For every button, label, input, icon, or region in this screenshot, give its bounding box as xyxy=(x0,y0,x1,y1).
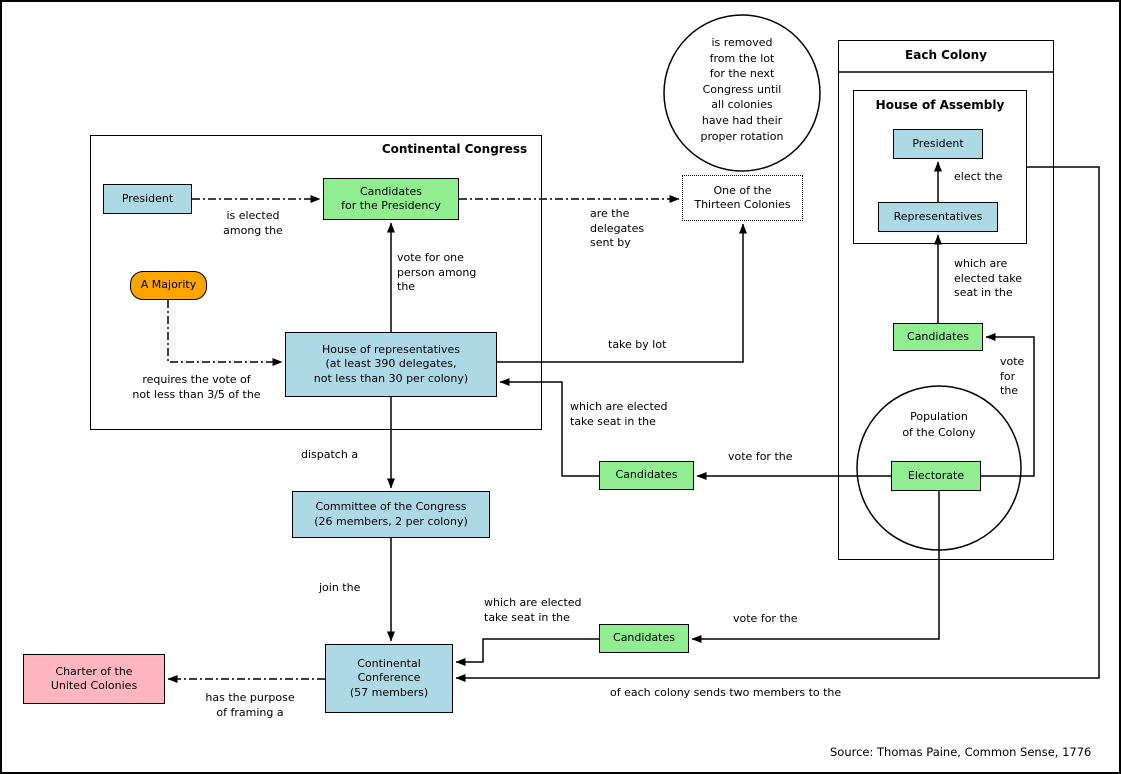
edge-candidates-seat-conference xyxy=(455,638,599,666)
label-are-delegates: are the delegates sent by xyxy=(590,207,645,250)
candidates-assembly-node: Candidates xyxy=(893,323,983,351)
candidates-conference-node: Candidates xyxy=(599,624,689,653)
label-vote-for-the-house: vote for the xyxy=(728,450,793,463)
label-join-the: join the xyxy=(319,581,361,594)
label-take-by-lot: take by lot xyxy=(608,338,667,351)
house-of-assembly-group xyxy=(853,90,1027,244)
label-elected-seat-conference: which are elected take seat in the xyxy=(484,596,582,624)
majority-node: A Majority xyxy=(130,271,207,300)
continental-congress-group xyxy=(90,135,542,430)
committee-node: Committee of the Congress (26 members, 2… xyxy=(292,491,490,538)
edge-electorate-vote-candidates-conference xyxy=(691,491,940,643)
label-requires-vote: requires the vote of not less than 3/5 o… xyxy=(132,373,261,401)
label-is-elected: is elected among the xyxy=(223,209,283,237)
thirteen-colonies-node: One of the Thirteen Colonies xyxy=(682,175,803,221)
continental-congress-title: Continental Congress xyxy=(381,142,528,156)
president-congress-node: President xyxy=(103,184,192,214)
house-of-assembly-title: House of Assembly xyxy=(875,98,1005,112)
rotation-note-text: is removed from the lot for the next Con… xyxy=(700,36,784,143)
each-colony-group xyxy=(838,40,1054,560)
population-label: Population of the Colony xyxy=(902,410,976,439)
label-elected-seat-assembly: which are elected take seat in the xyxy=(954,257,1022,300)
label-dispatch-a: dispatch a xyxy=(301,448,359,461)
label-sends-two-members: of each colony sends two members to the xyxy=(610,686,842,699)
edge-take-by-lot xyxy=(497,223,747,363)
candidates-presidency-node: Candidates for the Presidency xyxy=(323,178,459,220)
charter-node: Charter of the United Colonies xyxy=(23,654,165,704)
rotation-circle xyxy=(663,14,821,172)
edge-majority-requires xyxy=(167,300,283,366)
source-citation: Source: Thomas Paine, Common Sense, 1776 xyxy=(830,745,1092,759)
label-vote-for-the-conference: vote for the xyxy=(733,612,798,625)
candidates-house-node: Candidates xyxy=(599,461,694,490)
electorate-node: Electorate xyxy=(891,461,981,491)
label-vote-one-person: vote for one person among the xyxy=(397,251,477,294)
edge-electorate-vote-candidates-assembly xyxy=(981,333,1035,477)
label-has-purpose: has the purpose of framing a xyxy=(205,691,295,719)
each-colony-title: Each Colony xyxy=(905,48,987,62)
house-of-representatives-node: House of representatives (at least 390 d… xyxy=(285,332,497,397)
edge-assembly-sends-members xyxy=(455,166,1100,682)
label-vote-for-the-assembly: vote for the xyxy=(1000,355,1025,398)
representatives-node: Representatives xyxy=(878,202,998,232)
continental-conference-node: Continental Conference (57 members) xyxy=(325,644,453,713)
president-colony-node: President xyxy=(893,129,983,159)
label-elected-seat-house: which are elected take seat in the xyxy=(570,400,668,428)
edge-candidates-seat-house xyxy=(499,378,599,477)
label-elect-the: elect the xyxy=(954,170,1003,183)
